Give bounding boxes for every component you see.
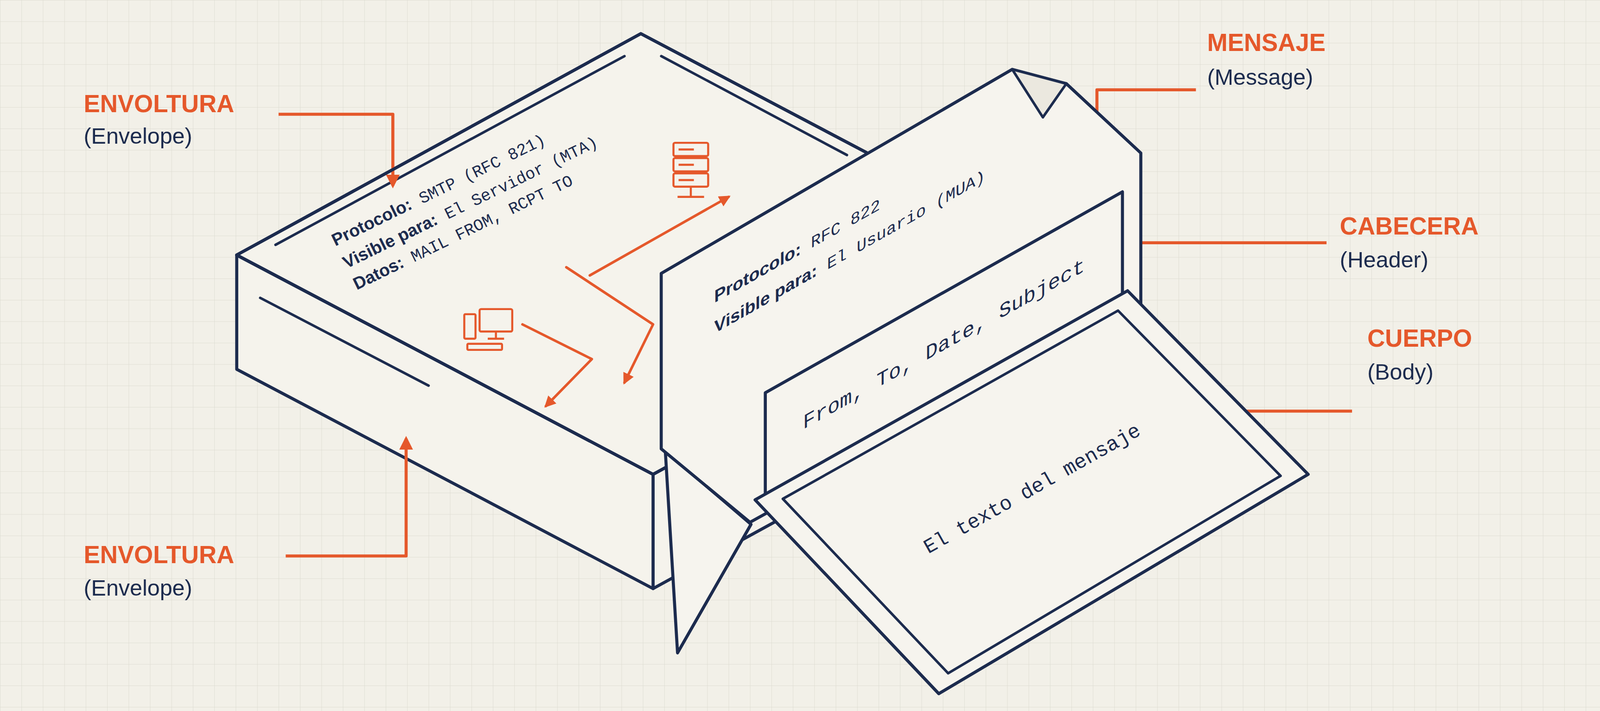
- part-name-english: (Message): [1207, 64, 1314, 91]
- computer-stand: [487, 331, 504, 339]
- part-name-english: (Envelope): [83, 575, 192, 602]
- leader-line: [285, 438, 407, 556]
- server-detail: [677, 149, 704, 197]
- flow-arrow: [522, 324, 593, 407]
- envelope-flap-line: [661, 56, 848, 155]
- body-inner-frame: [782, 310, 1281, 674]
- computer-keyboard: [467, 344, 503, 351]
- body-box: El texto del mensaje: [755, 290, 1309, 694]
- part-name: MENSAJE: [1207, 28, 1326, 58]
- part-name-english: (Envelope): [83, 123, 192, 150]
- envelope-flap-line: [275, 56, 625, 245]
- computer-tower: [464, 314, 476, 339]
- message-sheet: Protocolo: RFC 822Visible para: El Usuar…: [661, 69, 1141, 654]
- part-name: CABECERA: [1339, 212, 1479, 241]
- body-outline: [755, 290, 1309, 694]
- part-name: CUERPO: [1367, 324, 1473, 353]
- dog-ear: [1012, 69, 1067, 118]
- part-name-english: (Body): [1367, 359, 1434, 386]
- part-name: ENVOLTURA: [83, 89, 235, 119]
- flow-arrow: [566, 267, 653, 383]
- computer-icon: [464, 309, 512, 351]
- part-name: ENVOLTURA: [83, 540, 235, 569]
- leader-line: [278, 114, 393, 186]
- computer-monitor: [479, 309, 512, 332]
- server-icon: [673, 142, 709, 198]
- part-name-english: (Header): [1339, 247, 1429, 274]
- envelope-field: Visible para: El Servidor (MTA): [339, 131, 602, 275]
